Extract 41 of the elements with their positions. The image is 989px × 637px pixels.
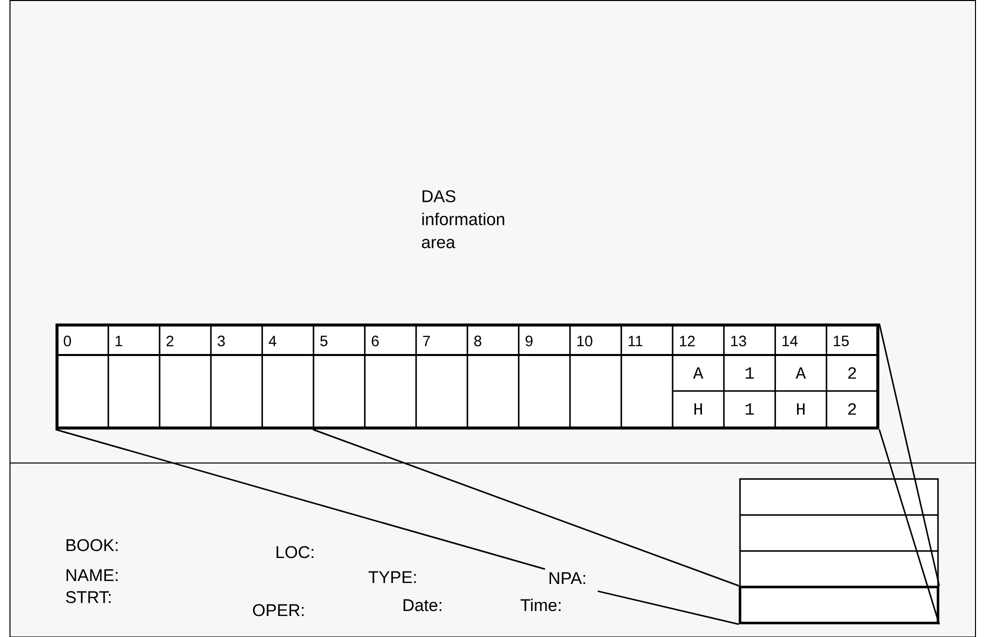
field-label: TYPE: (368, 571, 416, 583)
connector-line (55, 428, 546, 570)
cell-value: A (796, 367, 806, 379)
cell-value: H (797, 403, 805, 415)
area-label: DAS information area (422, 190, 504, 248)
cell-value: A (693, 367, 704, 379)
column-number: 5 (320, 336, 328, 346)
column-number: 4 (268, 336, 276, 346)
field-label: LOC: (276, 546, 314, 558)
connector-line (312, 428, 739, 586)
column-number: 9 (526, 336, 533, 346)
column-number: 11 (628, 336, 642, 346)
connector-line (878, 323, 940, 586)
column-number: 6 (372, 336, 379, 346)
column-number: 1 (116, 336, 122, 346)
cell-value: 2 (848, 367, 856, 379)
column-number: 15 (834, 336, 849, 346)
field-label: NAME: (66, 569, 118, 581)
field-row (738, 586, 940, 624)
field-label: OPER: (253, 604, 304, 616)
connector-line (878, 429, 940, 624)
field-label: Time: (520, 598, 561, 612)
column-number: 8 (474, 336, 482, 346)
register-grid (56, 324, 880, 430)
field-label: STRT: (66, 591, 111, 604)
connector-line (598, 590, 739, 625)
column-number: 7 (423, 336, 430, 346)
cell-value: H (694, 403, 702, 415)
field-label: NPA: (550, 572, 586, 584)
field-label: Date: (404, 599, 442, 612)
column-number: 13 (731, 336, 746, 346)
column-number: 2 (166, 336, 174, 346)
column-number: 12 (680, 336, 695, 346)
cell-value: 1 (746, 367, 754, 379)
column-number: 10 (577, 336, 592, 346)
cell-value: 2 (848, 403, 856, 415)
cell-value: 1 (746, 403, 754, 415)
column-number: 3 (218, 336, 225, 346)
column-number: 0 (64, 336, 71, 346)
field-label: BOOK: (66, 539, 118, 552)
column-number: 14 (782, 336, 798, 346)
